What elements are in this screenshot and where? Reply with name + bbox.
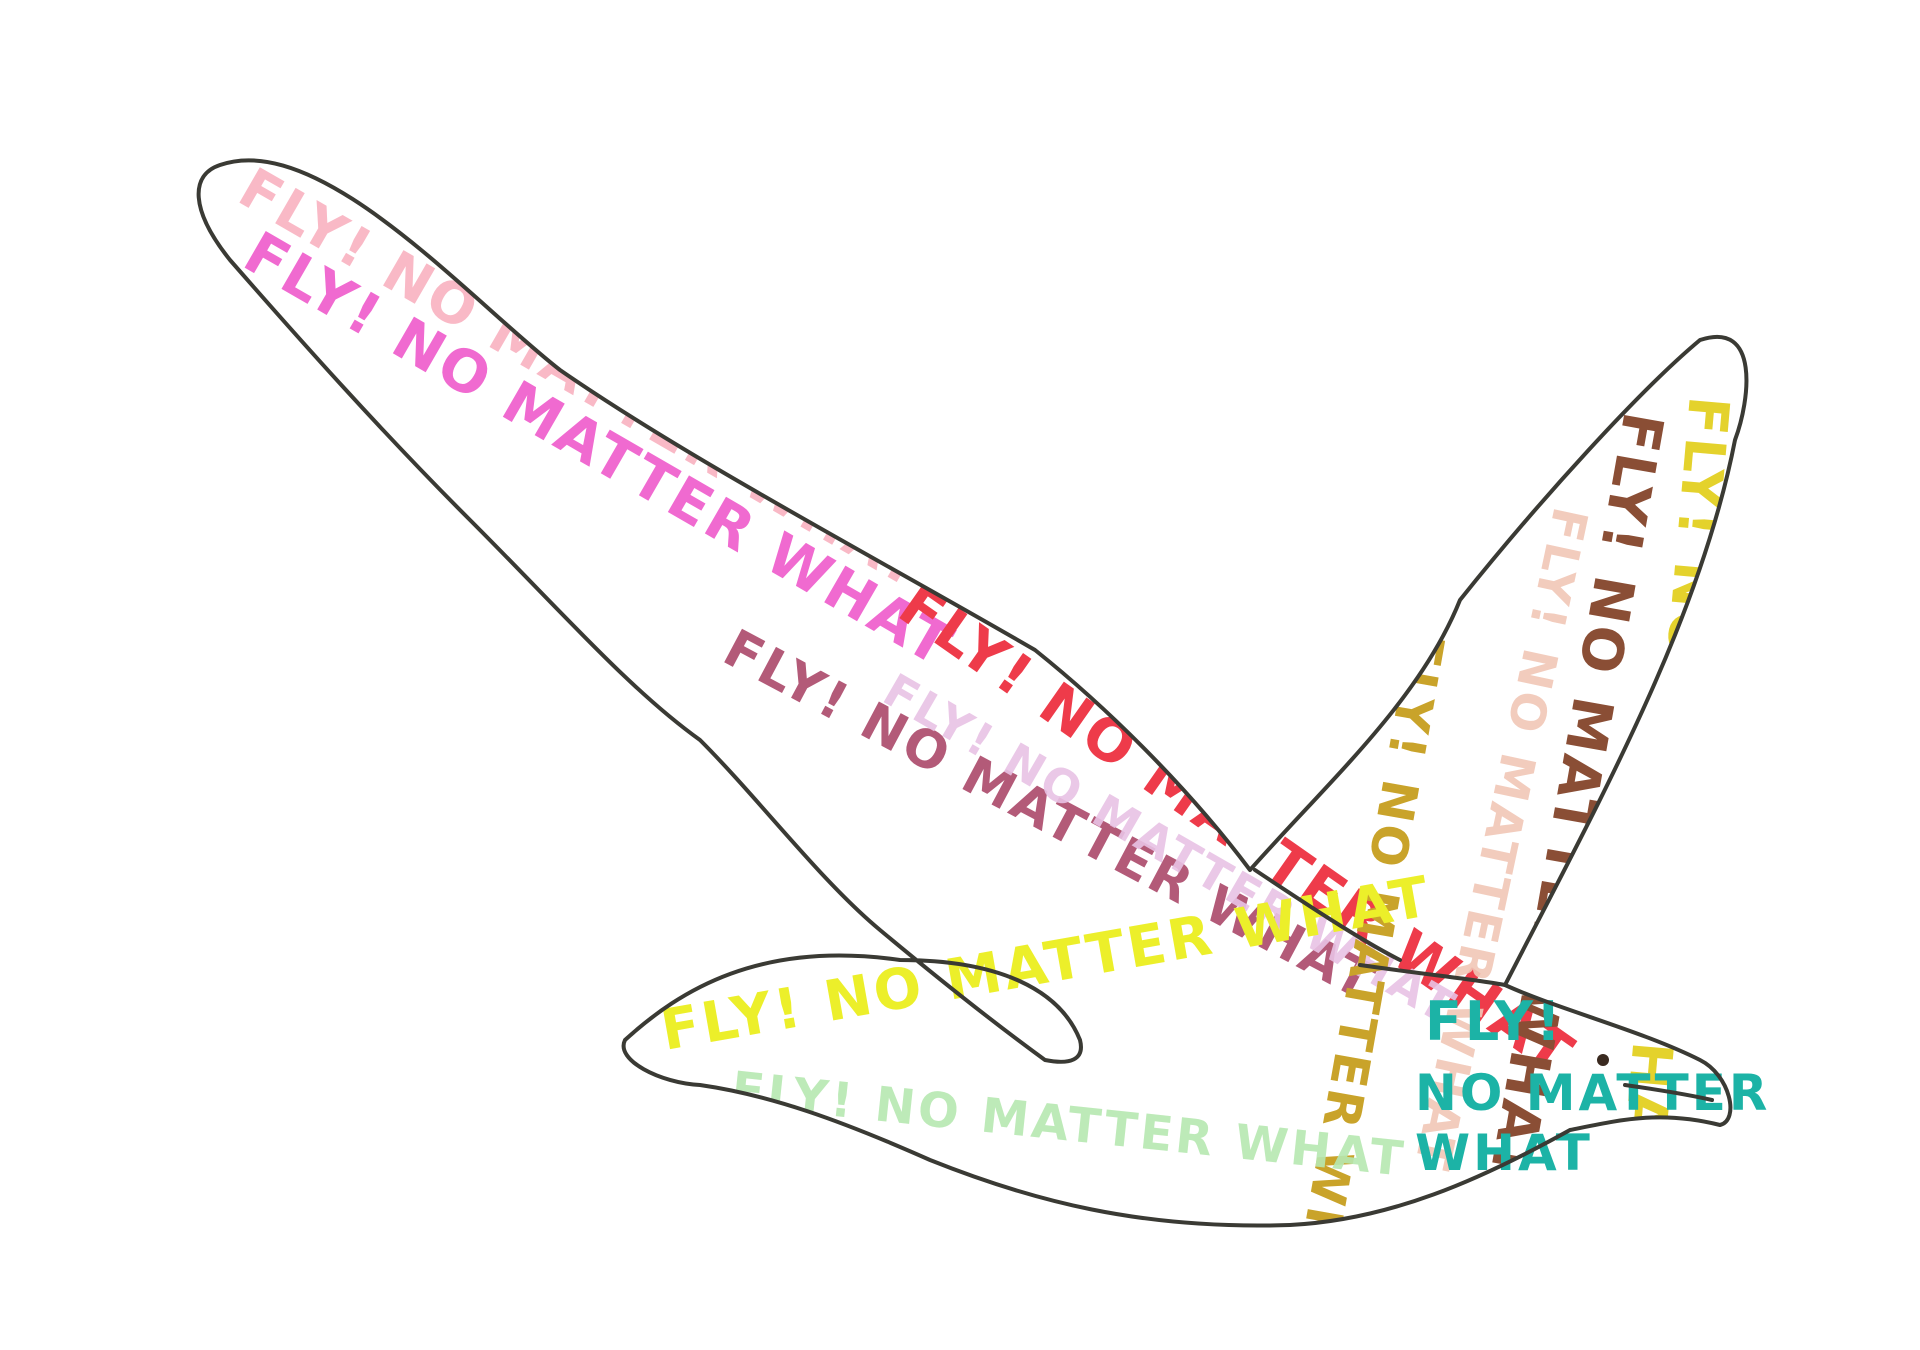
wing-crease-line — [1253, 868, 1402, 962]
body-back-line — [1358, 963, 1507, 987]
beak-line — [1623, 1083, 1714, 1102]
lettering-line-magenta: FLY! NO MATTER WHAT — [233, 218, 966, 680]
lettering-head-no-matter: NO MATTER — [1415, 1064, 1770, 1122]
bird-outline — [196, 158, 1749, 1228]
lettering-line-mint: FLY! NO MATTER WHAT — [729, 1061, 1409, 1188]
eye-icon — [1597, 1054, 1609, 1066]
